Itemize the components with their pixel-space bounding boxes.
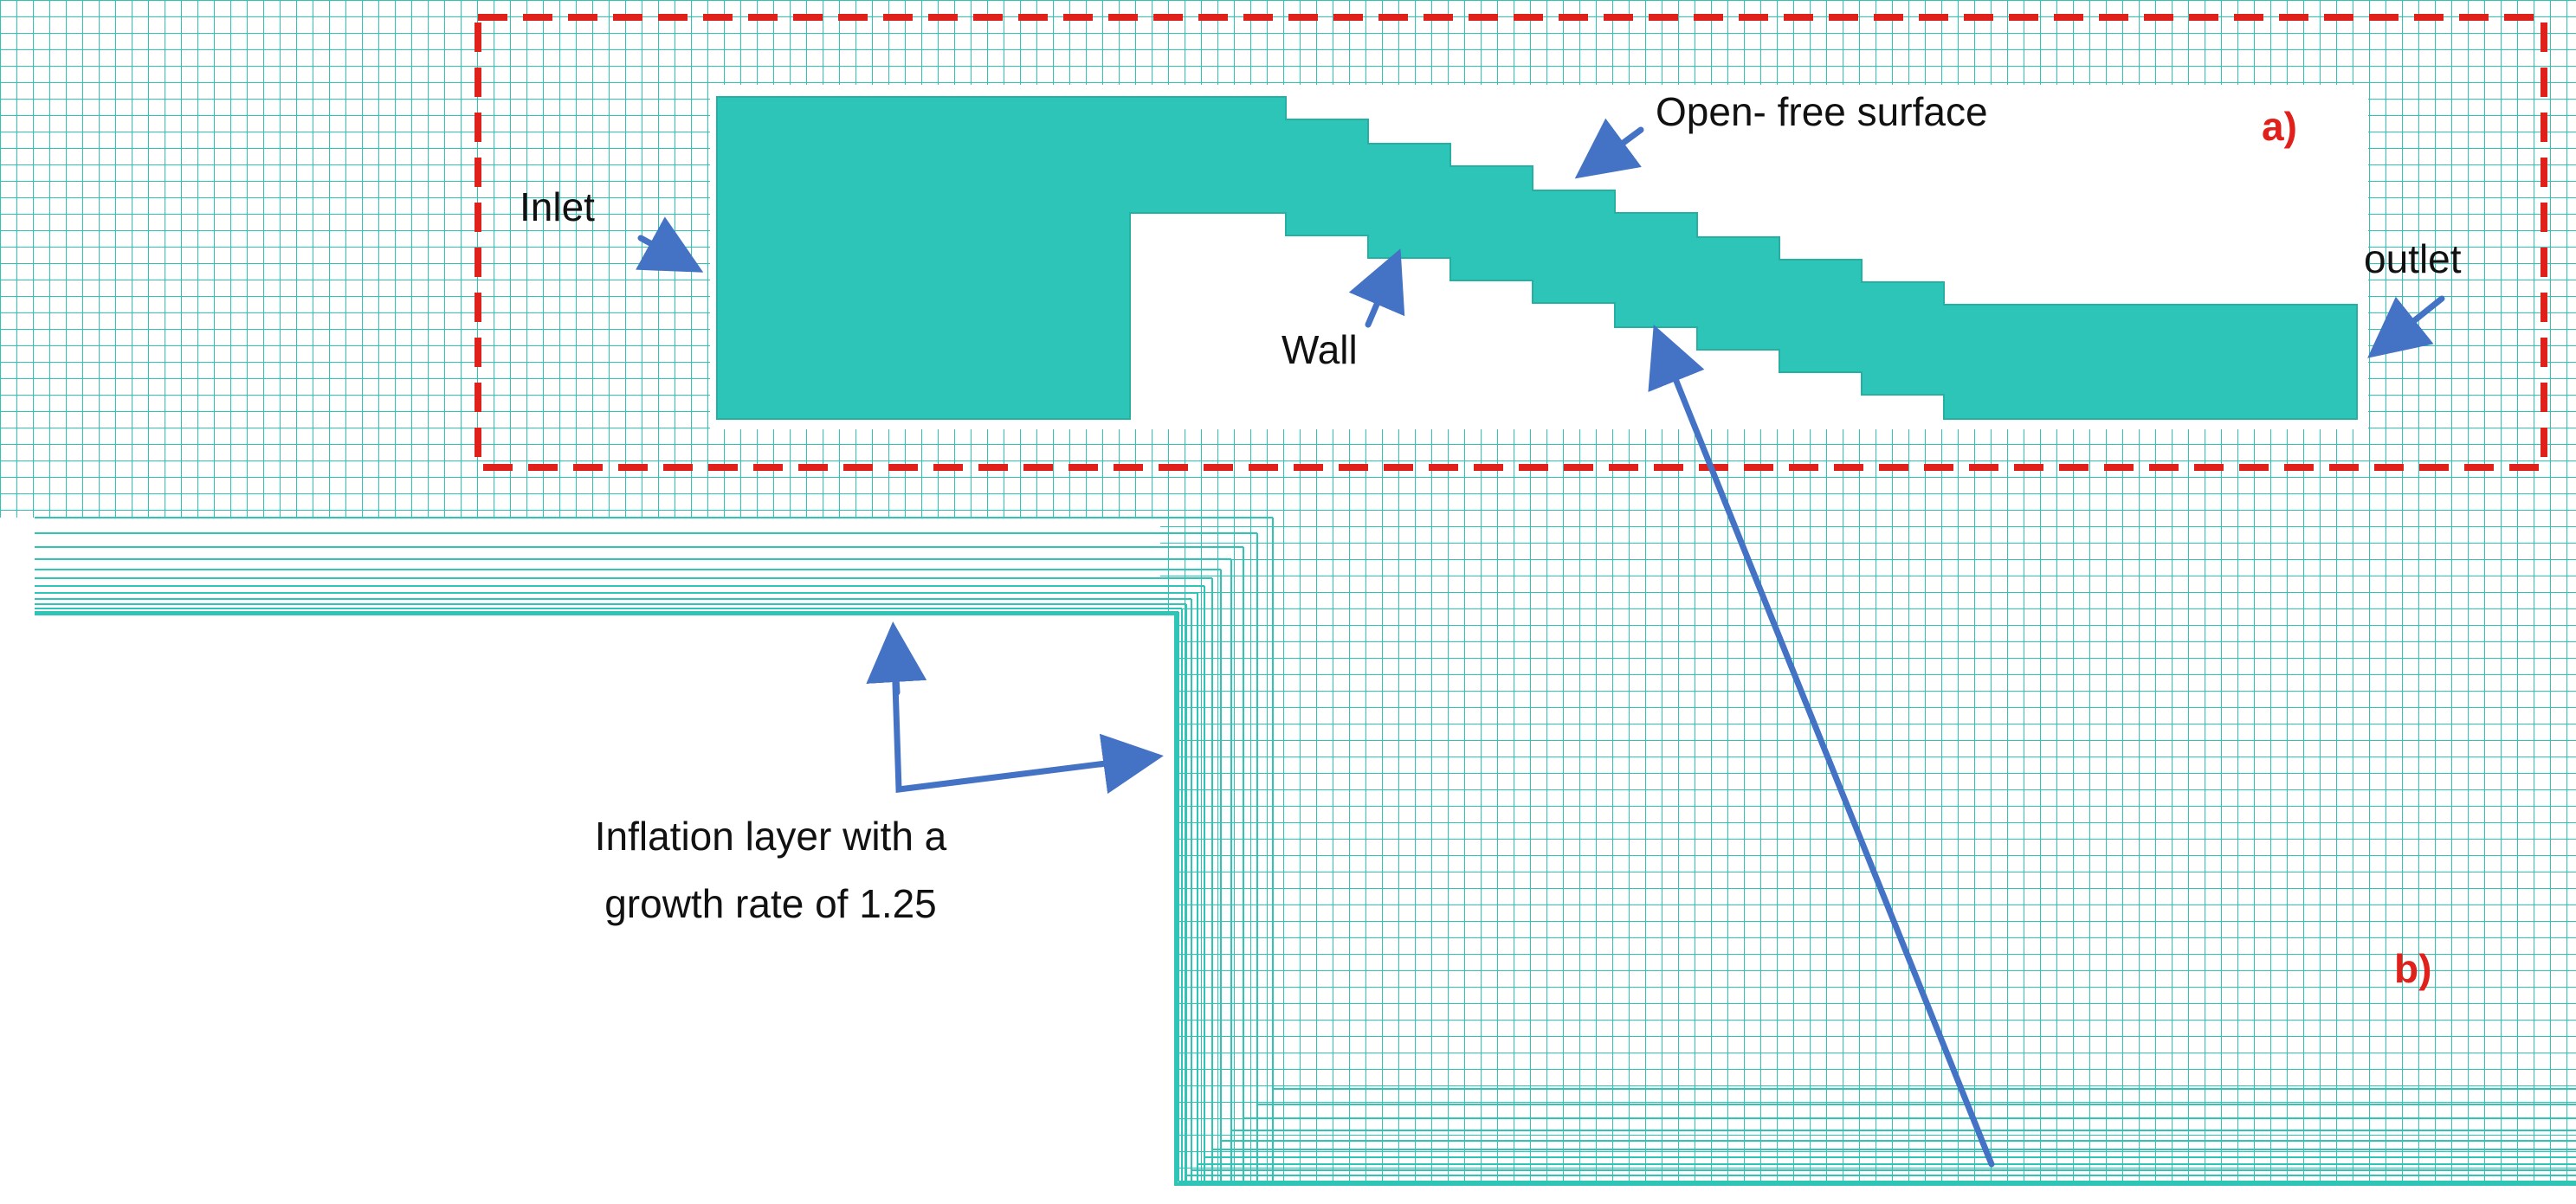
inlet-arrow [636,216,704,273]
inflation-layer-vertical [1178,518,1274,1181]
inflation-label-line1: Inflation layer with a [595,814,947,859]
panel-b-label: b) [2394,946,2431,991]
wall-edge [35,612,2576,1186]
inflation-layer-horizontal [35,517,1273,613]
solid-region-bottom [1160,1186,2576,1204]
inlet-label: Inlet [520,184,595,229]
inflation-label-line2: growth rate of 1.25 [604,881,937,926]
open-free-surface-label: Open- free surface [1656,89,1988,134]
solid-region [35,615,1176,1204]
panel-link-arrow [1648,325,1995,1168]
wall-label: Wall [1282,327,1358,372]
outlet-arrow [2367,295,2445,358]
inflation-arrow-right [1096,733,1164,795]
inflation-arrow-up [866,621,927,696]
panel-a-label: a) [2262,104,2297,149]
wall-arrow [1348,248,1405,328]
outlet-label: outlet [2364,236,2462,281]
inflation-layer-bottom [1178,1088,2576,1182]
free-surface-arrow [1574,118,1644,179]
annotation-arrows [636,118,2445,1168]
